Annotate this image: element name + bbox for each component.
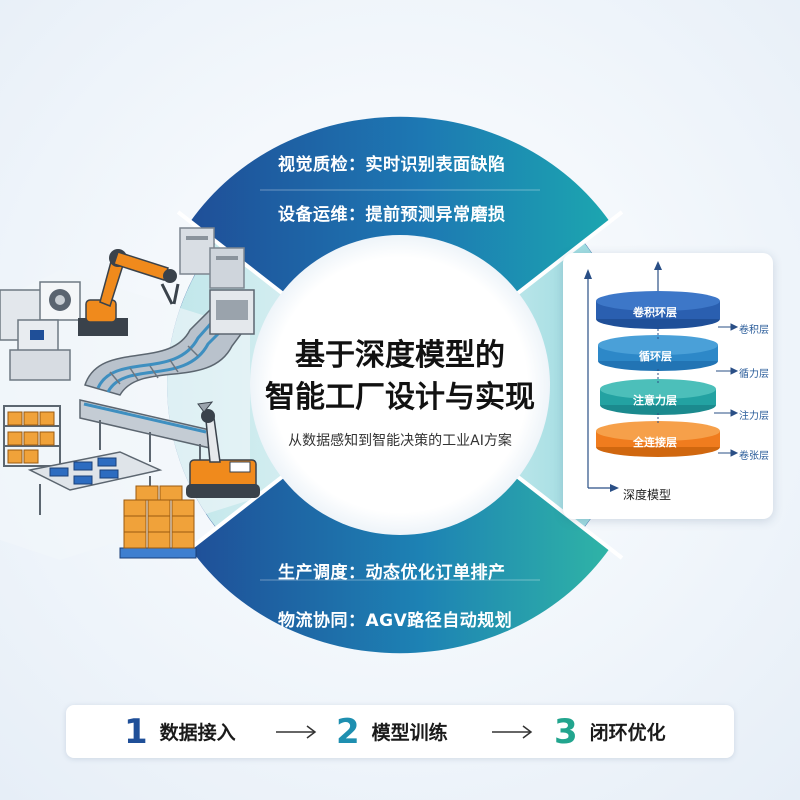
storage-rack-icon — [3, 405, 61, 467]
conveyor-belt-icon — [79, 289, 255, 474]
flow-step-1-label: 数据接入 — [159, 722, 236, 744]
pallet-boxes-icon — [119, 485, 197, 559]
flow-step-2-number: 2 — [336, 711, 360, 752]
ring-top-item-2: 设备运维：提前预测异常磨损 — [278, 205, 506, 225]
center-circle — [250, 235, 550, 535]
flow-step-1: 1 数据接入 — [124, 705, 236, 758]
layer-label-3: 注意力层 — [633, 394, 677, 407]
layer-side-label-4: 卷张层 — [739, 451, 769, 462]
up-arrow-icon — [584, 269, 592, 279]
center-subtitle: 从数据感知到智能决策的工业AI方案 — [288, 433, 512, 449]
layer-side-label-3: 注力层 — [739, 411, 769, 422]
ring-bottom-item-1: 生产调度：动态优化订单排产 — [278, 563, 506, 583]
layer-side-label-1: 卷积层 — [739, 325, 769, 336]
layer-label-4: 全连接层 — [633, 436, 677, 449]
flow-step-2: 2 模型训练 — [336, 705, 448, 758]
center-title-line-1: 基于深度模型的 — [295, 338, 505, 373]
deep-model-label: 深度模型 — [623, 488, 672, 502]
machine-units — [0, 281, 81, 381]
ring-top-item-1: 视觉质检：实时识别表面缺陷 — [278, 155, 506, 175]
right-arrow-icon — [276, 725, 317, 739]
center-title-line-2: 智能工厂设计与实现 — [265, 380, 535, 415]
flow-step-1-number: 1 — [124, 711, 148, 752]
layer-side-label-2: 循力层 — [739, 369, 769, 380]
agv-robot-icon — [186, 401, 260, 498]
model-layers-graphic — [584, 261, 739, 492]
ring-bottom-item-2: 物流协同：AGV路径自动规划 — [278, 611, 513, 631]
factory-illustration — [0, 227, 260, 560]
flow-step-3-label: 闭环优化 — [589, 722, 666, 744]
deep-model-card: 卷积环层 循环层 注意力层 全连接层 卷积层 循力层 注力层 卷张层 深度模型 — [563, 253, 773, 519]
right-arrow-icon — [492, 725, 533, 739]
robot-arm-icon — [78, 249, 180, 336]
layer-label-2: 循环层 — [639, 350, 672, 363]
server-cabinet-icon — [179, 227, 245, 289]
flow-step-3-number: 3 — [554, 711, 578, 752]
process-flow-bar: 1 数据接入 2 模型训练 3 闭环优化 — [66, 705, 734, 758]
layer-label-1: 卷积环层 — [633, 306, 677, 319]
flow-step-3: 3 闭环优化 — [554, 705, 666, 758]
flow-step-2-label: 模型训练 — [371, 722, 448, 744]
